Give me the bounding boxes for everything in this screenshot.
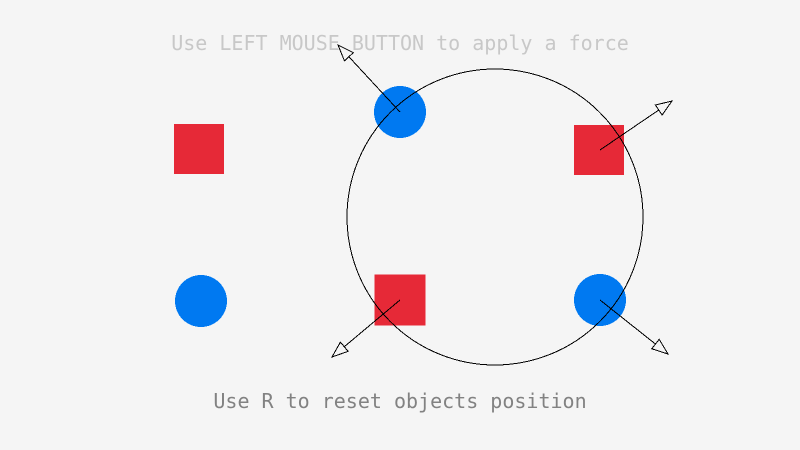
instruction-bottom: Use R to reset objects position: [213, 389, 587, 413]
force-arrow-top-right-square: [599, 100, 674, 151]
force-arrow-top-circle: [337, 43, 401, 113]
red-square-top-left[interactable]: [174, 124, 224, 174]
force-arrow-bottom-right-circle: [599, 299, 670, 355]
instruction-top: Use LEFT MOUSE BUTTON to apply a force: [171, 31, 629, 55]
blue-circle-bottom-left[interactable]: [175, 275, 227, 327]
force-arrow-bottom-square: [330, 299, 401, 358]
boundary-circle: [346, 68, 644, 366]
red-square-top-right[interactable]: [574, 125, 624, 175]
